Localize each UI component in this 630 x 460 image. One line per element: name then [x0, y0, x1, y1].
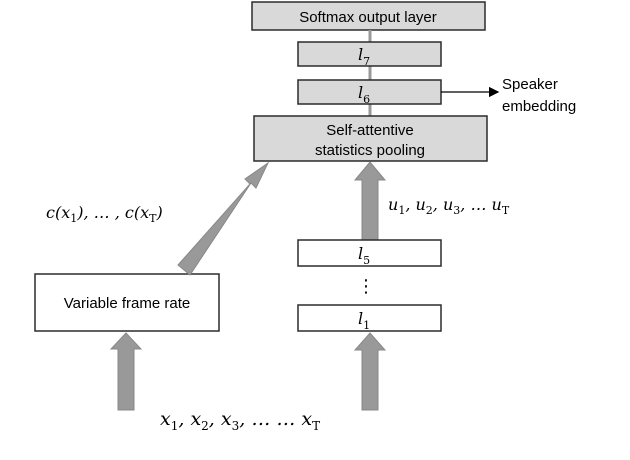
- layer-l5-subscript: 5: [363, 254, 370, 267]
- pooling-box: Self-attentive statistics pooling: [253, 115, 488, 162]
- input-arrow-l1: [353, 332, 387, 411]
- frame-weights-arrow: [177, 161, 270, 276]
- frame-features-label: u1, u2, u3, … uT: [388, 195, 510, 217]
- softmax-label: Softmax output layer: [299, 9, 437, 26]
- layer-ellipsis: ⋮: [357, 276, 375, 297]
- speaker-embedding-label-line2: embedding: [502, 98, 576, 115]
- softmax-output-layer-box: Softmax output layer: [251, 1, 486, 31]
- frame-features-arrow: [353, 161, 387, 241]
- layer-l7-subscript: 7: [363, 55, 370, 68]
- input-sequence-label: x1, x2, x3, … … xT: [160, 408, 320, 433]
- speaker-embedding-label-line1: Speaker: [502, 76, 558, 93]
- layer-l7-box: l7: [297, 41, 442, 68]
- layer-l1-box: l1: [297, 304, 442, 332]
- variable-frame-rate-box: Variable frame rate: [34, 273, 220, 332]
- variable-frame-rate-label: Variable frame rate: [64, 295, 190, 312]
- pooling-label-line2: statistics pooling: [315, 142, 425, 159]
- layer-l6-box: l6: [297, 79, 442, 106]
- frame-weights-label: c(x1), … , c(xT): [46, 203, 163, 225]
- layer-l1-subscript: 1: [363, 319, 370, 332]
- layer-l6-subscript: 6: [363, 93, 370, 106]
- layer-l5-box: l5: [297, 239, 442, 267]
- pooling-label-line1: Self-attentive: [326, 122, 414, 139]
- input-arrow-vfr: [109, 332, 143, 411]
